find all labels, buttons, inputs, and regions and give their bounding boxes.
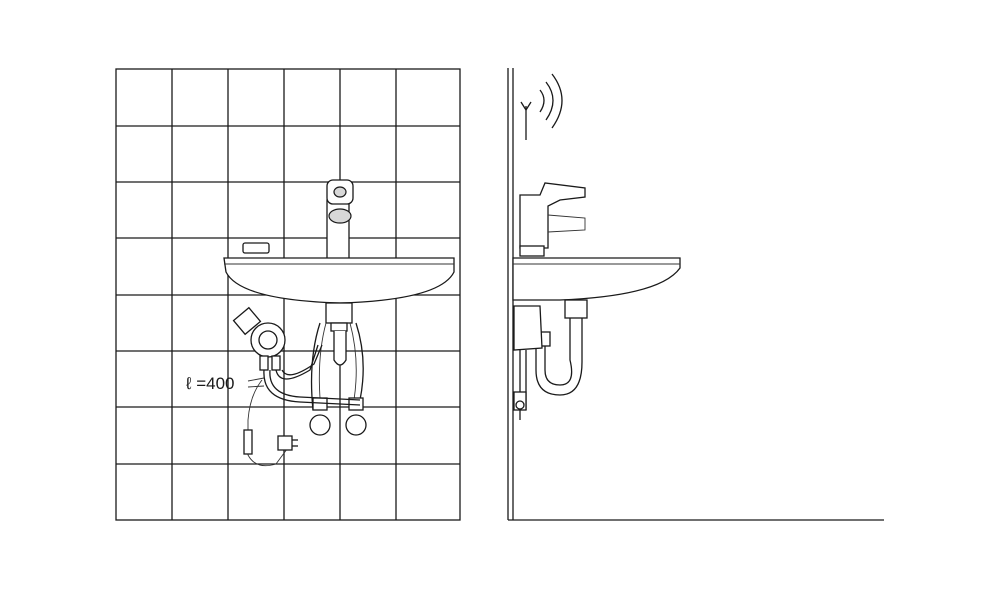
popup-knob [242, 242, 270, 254]
angle-valve-left [309, 414, 331, 436]
power-adapter [277, 435, 293, 451]
control-unit-side [513, 305, 543, 351]
faucet-side [519, 182, 586, 249]
power-cable [247, 379, 291, 467]
sink-front-view: ℓ =400 [185, 179, 455, 467]
wireless-signal-icon [520, 73, 563, 140]
side-view [507, 68, 884, 521]
control-unit [250, 322, 286, 358]
basin-side [512, 257, 681, 301]
angle-valve-right [345, 414, 367, 436]
hose-length-label: ℓ =400 [185, 374, 235, 393]
